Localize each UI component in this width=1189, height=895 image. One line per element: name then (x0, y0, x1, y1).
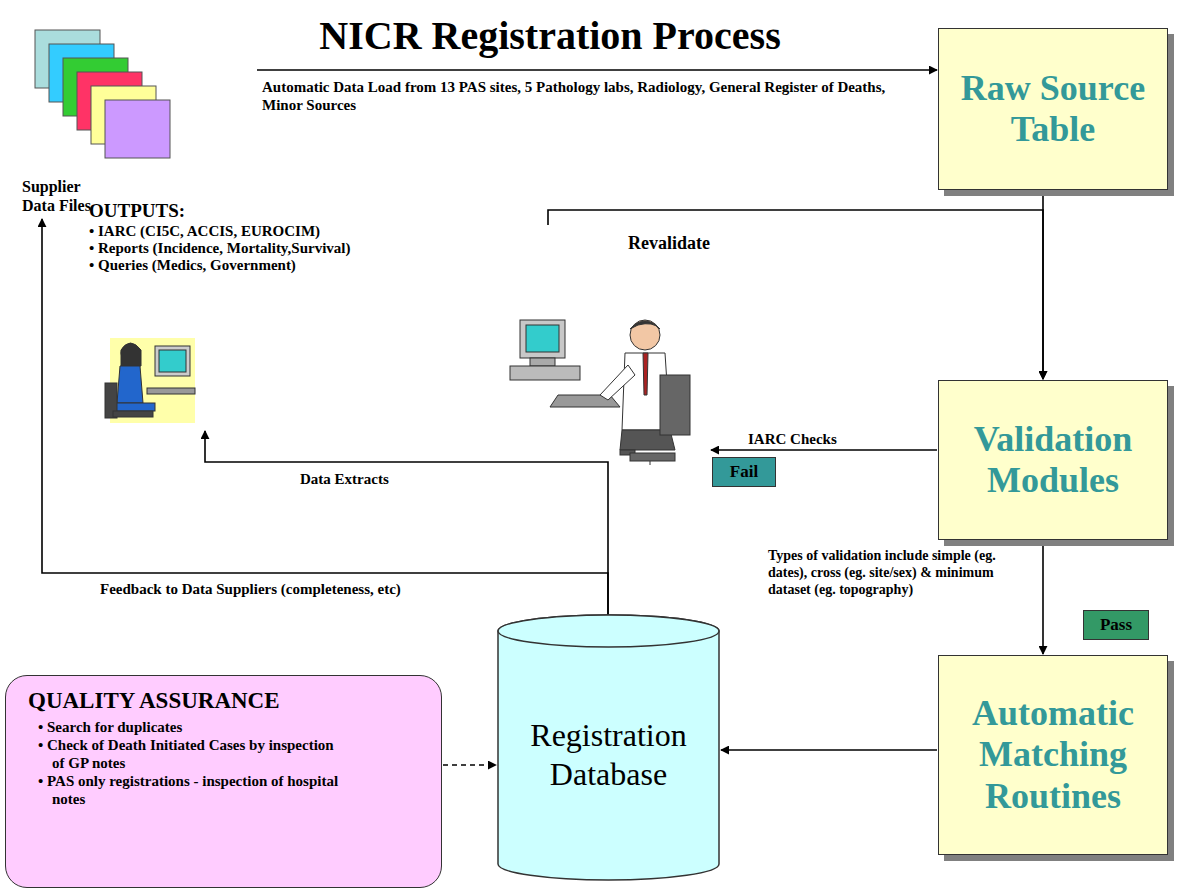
edge-label-text: Data Extracts (300, 471, 389, 487)
data-file-stack: Supplier Data Files (20, 25, 255, 217)
flow-arrow (548, 210, 1043, 379)
flow-arrow (42, 219, 608, 616)
flow-arrow (711, 449, 937, 451)
flow-arrow (443, 764, 496, 766)
node-text: Revalidate (628, 233, 710, 254)
process-box: Raw Source Table (938, 28, 1168, 190)
edge-label: IARC Checks (748, 430, 868, 448)
process-box: Validation Modules (938, 380, 1168, 540)
edge-label-text: IARC Checks (748, 431, 837, 447)
flow-arrow (257, 69, 937, 71)
node-text: Validation Modules (947, 419, 1159, 502)
operator: Revalidate (510, 225, 710, 470)
node-text: Raw Source Table (947, 68, 1159, 151)
node-text: OUTPUTS: (89, 200, 401, 223)
title-text: NICR Registration Process (319, 13, 780, 58)
qa-panel: QUALITY ASSURANCE • Search for duplicates… (5, 675, 442, 888)
edge-label-text: Automatic Data Load from 13 PAS sites, 5… (262, 79, 885, 113)
node-text: • IARC (CI5C, ACCIS, EUROCIM) (89, 223, 363, 240)
output-user: OUTPUTS:• IARC (CI5C, ACCIS, EUROCIM)• R… (85, 198, 405, 430)
node-text: • Check of Death Initiated Cases by insp… (38, 736, 342, 772)
edge-label-text: Feedback to Data Suppliers (completeness… (100, 581, 401, 597)
note-text: Types of validation include simple (eg. … (768, 548, 996, 597)
note-text: Types of validation include simple (eg. … (768, 548, 1030, 598)
node-text: • Reports (Incidence, Mortality,Survival… (89, 240, 363, 257)
node-text: Pass (1100, 615, 1132, 635)
pass-tag: Pass (1083, 610, 1149, 640)
operator-outline (510, 225, 710, 470)
flow-arrow (721, 749, 937, 751)
node-text: QUALITY ASSURANCE (28, 688, 427, 714)
node-text: • PAS only registrations - inspection of… (38, 772, 342, 808)
node-text: Fail (730, 462, 758, 482)
process-box: Automatic Matching Routines (938, 655, 1168, 855)
node-text: Registration Database (505, 716, 712, 793)
node-text: Automatic Matching Routines (947, 693, 1159, 817)
fail-tag: Fail (712, 457, 776, 487)
edge-label: Feedback to Data Suppliers (completeness… (100, 580, 520, 598)
node-text: • Search for duplicates (38, 718, 427, 736)
edge-label: Automatic Data Load from 13 PAS sites, 5… (262, 78, 912, 114)
database-cylinder: Registration Database (497, 615, 720, 880)
flow-arrow (1042, 546, 1044, 654)
diagram-title: NICR Registration Process (0, 12, 1100, 60)
node-text: • Queries (Medics, Government) (89, 257, 363, 274)
edge-label: Data Extracts (300, 470, 460, 488)
